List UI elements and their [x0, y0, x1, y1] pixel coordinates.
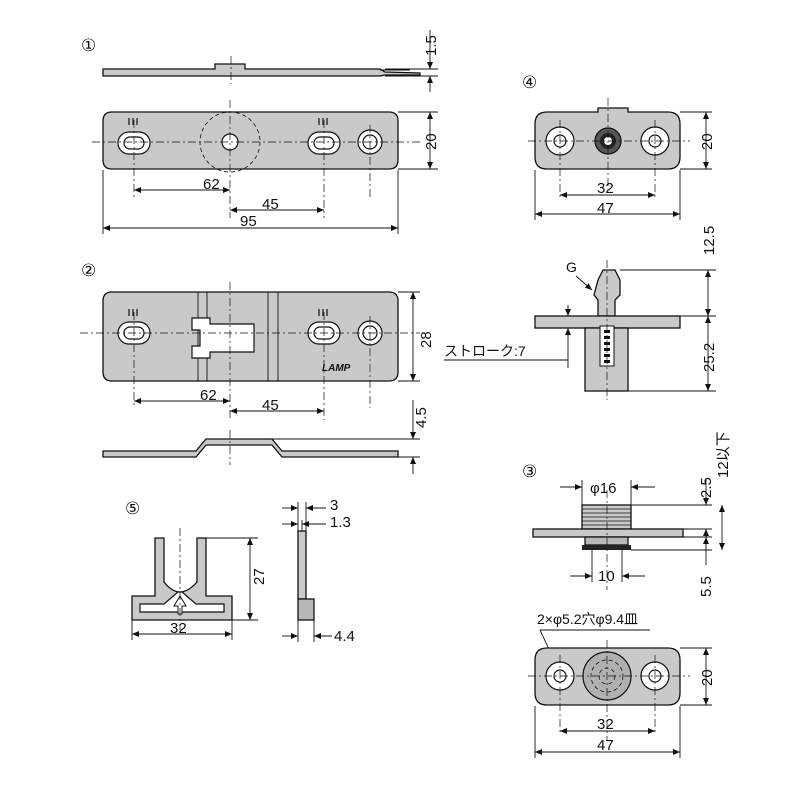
part4-pitch-label: 32 [597, 180, 614, 197]
part1-side-view [102, 56, 421, 84]
part3-length-label: 47 [597, 737, 614, 754]
part2-dimensions: 28 62 45 4.5 [134, 291, 435, 474]
part3-pitch-label: 32 [597, 716, 614, 733]
brand-logo: LAMP [322, 363, 351, 374]
part1-height-label: 20 [423, 133, 440, 150]
part1-plate [92, 100, 420, 218]
part3-max-label: 12以下 [715, 431, 732, 478]
part4-dimensions: 20 32 47 [534, 111, 716, 220]
part2-view: ② LAMP [80, 261, 435, 474]
part1-pitch-b-label: 45 [262, 196, 279, 213]
part4-length-label: 47 [597, 200, 614, 217]
part3-top-label: 2.5 [698, 477, 715, 498]
part1-number: ① [81, 36, 96, 55]
part5-number: ⑤ [125, 499, 140, 518]
part3-bottom-label: 5.5 [698, 576, 715, 597]
part3-height-label: 20 [699, 669, 716, 686]
part1-length-label: 95 [240, 213, 257, 230]
part1-view: ① [81, 30, 440, 234]
part3-dia-label: φ16 [590, 480, 616, 497]
part2-step-label: 4.5 [413, 407, 430, 428]
part5-view: ⑤ 27 32 3 1.3 [125, 497, 355, 645]
part5-depth-label: 4.4 [334, 628, 355, 645]
part2-plate: LAMP [80, 282, 420, 420]
part3-dimensions: 20 32 47 [534, 647, 716, 758]
part2-pitch-b-label: 45 [262, 397, 279, 414]
part4-number: ④ [522, 73, 537, 92]
part5-t1-label: 3 [330, 497, 338, 514]
part4-top-label: 12.5 [701, 226, 718, 255]
part5-height-label: 27 [251, 568, 268, 585]
part5-front: 27 32 [131, 528, 268, 640]
part2-side-view [102, 430, 399, 465]
g-label: G [566, 259, 577, 275]
part2-number: ② [81, 261, 96, 280]
stroke-label: ストローク:7 [444, 343, 526, 359]
part2-pitch-a-label: 62 [200, 387, 217, 404]
part3-number: ③ [522, 462, 537, 481]
part1-dimensions: 1.5 20 62 45 95 [102, 30, 440, 234]
part4-height-label: 20 [699, 133, 716, 150]
part3-side-view: 2.5 12以下 5.5 φ16 10 [532, 431, 732, 597]
part1-pitch-a-label: 62 [203, 176, 220, 193]
part3-boss-label: 10 [598, 568, 615, 585]
part3-view: ③ 2.5 12以下 5.5 [522, 431, 732, 758]
part5-t2-label: 1.3 [330, 514, 351, 531]
part5-side: 3 1.3 4.4 [282, 497, 355, 645]
part2-height-label: 28 [418, 331, 435, 348]
part4-side-view: G ストローク:7 12.5 25.2 [444, 226, 718, 400]
part3-holes-note: 2×φ5.2穴φ9.4皿 [537, 611, 638, 627]
part1-thickness-label: 1.5 [423, 35, 440, 56]
part4-plate [528, 98, 690, 198]
part4-view: ④ 20 32 47 [444, 73, 718, 400]
part3-plate [528, 640, 690, 740]
part5-width-label: 32 [170, 620, 187, 637]
part4-bottom-label: 25.2 [701, 343, 718, 372]
